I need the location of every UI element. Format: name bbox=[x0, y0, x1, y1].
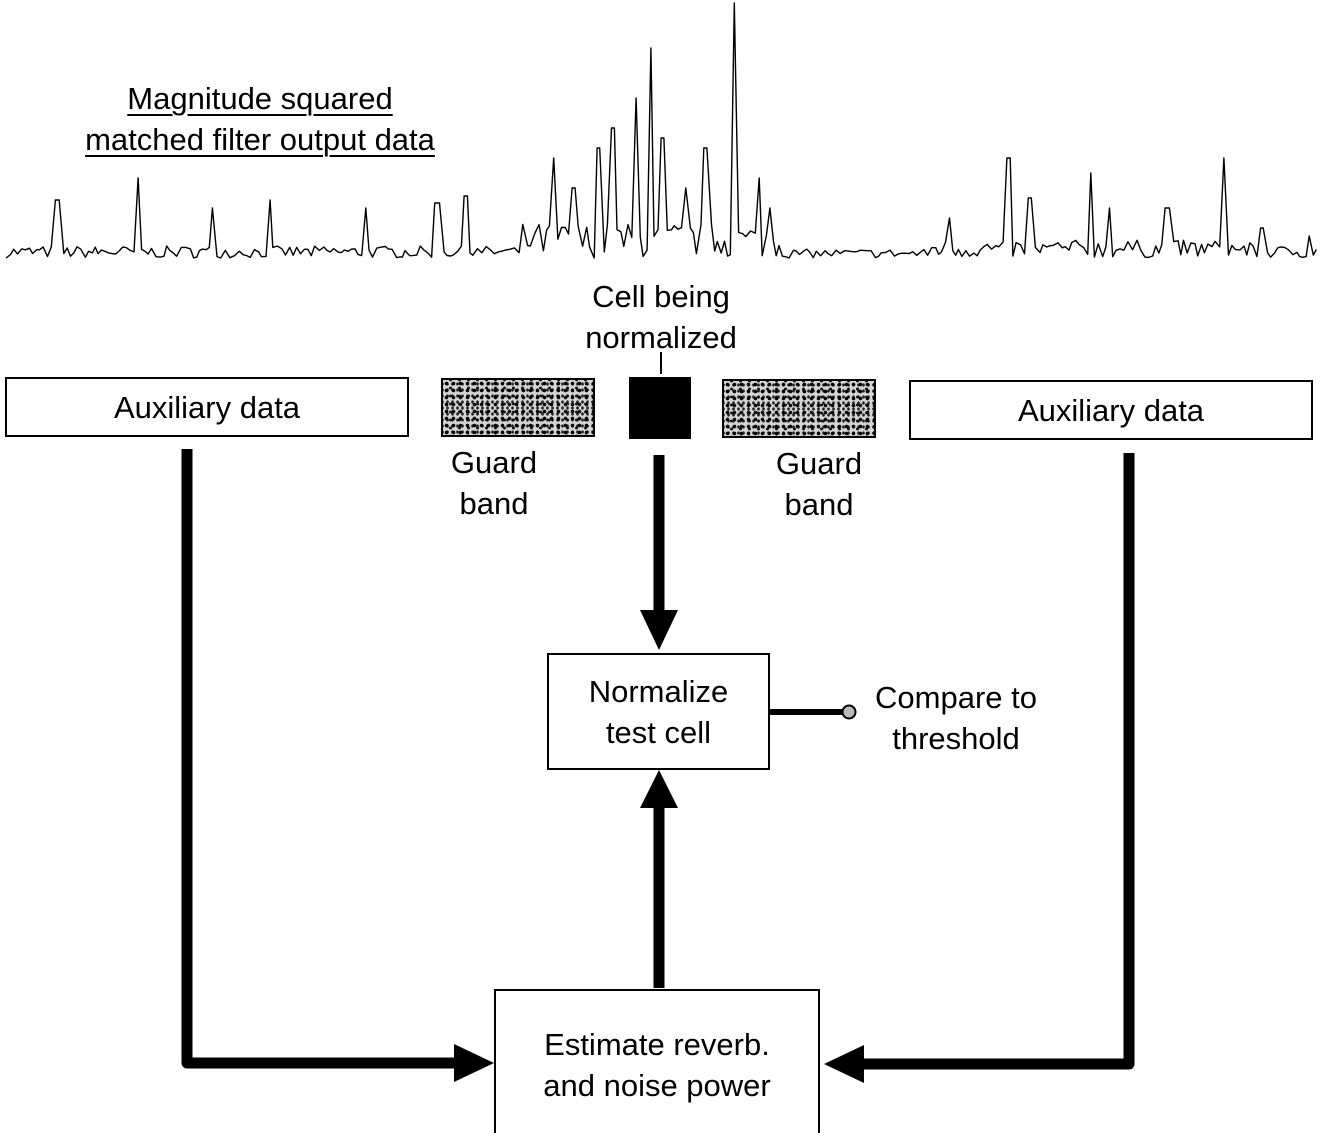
left-aux-arrowhead bbox=[454, 1044, 494, 1082]
cell-to-normalize-arrowhead bbox=[640, 610, 678, 650]
normalize-test-cell-box: Normalize test cell bbox=[547, 653, 770, 770]
waveform-title: Magnitude squared matched filter output … bbox=[40, 78, 480, 160]
auxiliary-data-right-label: Auxiliary data bbox=[1017, 392, 1205, 428]
auxiliary-data-right-box: Auxiliary data bbox=[909, 380, 1313, 440]
compare-node-icon bbox=[841, 704, 857, 720]
cell-being-normalized-label: Cell being normalized bbox=[585, 279, 737, 355]
guard-band-left-label: Guard band bbox=[450, 445, 538, 521]
waveform-title-line2: matched filter output data bbox=[85, 122, 435, 157]
guard-band-right bbox=[722, 379, 876, 438]
auxiliary-data-left-box: Auxiliary data bbox=[5, 377, 409, 437]
auxiliary-data-left-label: Auxiliary data bbox=[113, 389, 301, 425]
right-aux-path bbox=[860, 453, 1135, 1070]
test-cell bbox=[629, 377, 691, 439]
guard-band-left bbox=[441, 378, 595, 437]
right-aux-arrowhead bbox=[824, 1045, 864, 1083]
matched-filter-waveform bbox=[5, 2, 1318, 259]
waveform-title-line1: Magnitude squared bbox=[127, 81, 393, 116]
estimate-to-normalize-arrowhead bbox=[640, 770, 678, 808]
left-aux-path bbox=[181, 449, 458, 1069]
guard-band-right-label: Guard band bbox=[775, 446, 863, 522]
estimate-reverb-noise-box: Estimate reverb. and noise power bbox=[494, 989, 820, 1133]
compare-to-threshold-label: Compare to threshold bbox=[875, 680, 1037, 756]
